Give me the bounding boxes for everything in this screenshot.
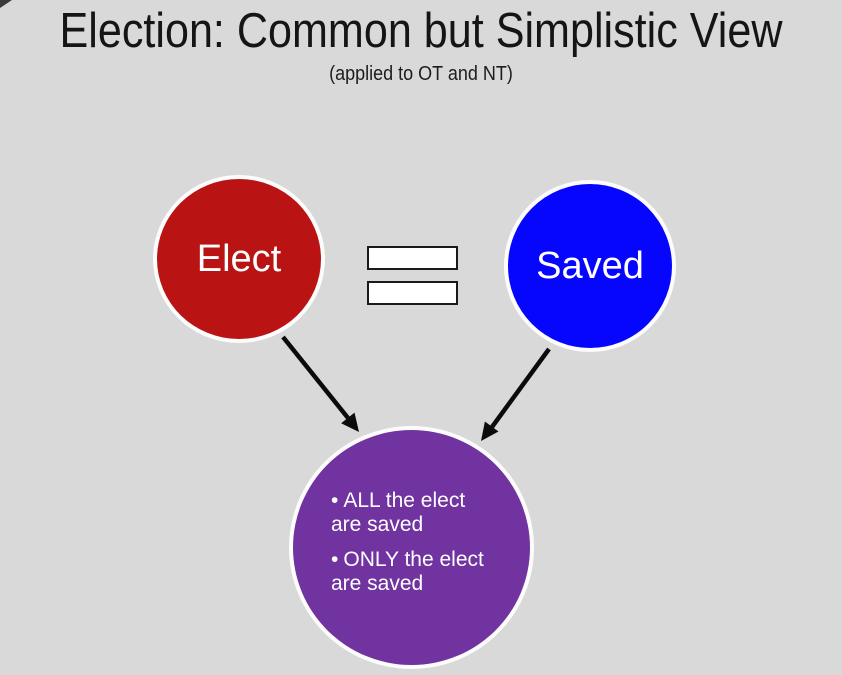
elect-circle: Elect (153, 175, 325, 343)
bullet-text-line: ALL the elect (343, 489, 466, 512)
corner-artifact (0, 0, 12, 8)
bullet-text-line: are saved (331, 513, 424, 536)
saved-label: Saved (536, 245, 644, 287)
bullet-glyph: • (331, 548, 339, 571)
slide-subtitle: (applied to OT and NT) (329, 63, 513, 85)
bullet-item: •ONLY the elect are saved (331, 548, 501, 596)
bullet-item: •ALL the elect are saved (331, 489, 501, 537)
bullet-text-line: are saved (331, 572, 424, 595)
elect-label: Elect (196, 238, 282, 280)
bullet-glyph: • (331, 489, 339, 512)
saved-circle: Saved (504, 180, 676, 352)
equals-bar-bottom (367, 281, 458, 305)
slide-title: Election: Common but Simplistic View (59, 4, 783, 58)
elect-to-result-arrow-icon (281, 335, 359, 432)
equals-bar-top (367, 246, 458, 270)
bullet-list: •ALL the elect are saved •ONLY the elect… (331, 489, 501, 596)
equals-icon (367, 246, 458, 305)
bullet-text-line: ONLY the elect (343, 548, 484, 571)
saved-to-result-arrow-icon (481, 347, 551, 441)
result-circle (289, 426, 534, 669)
